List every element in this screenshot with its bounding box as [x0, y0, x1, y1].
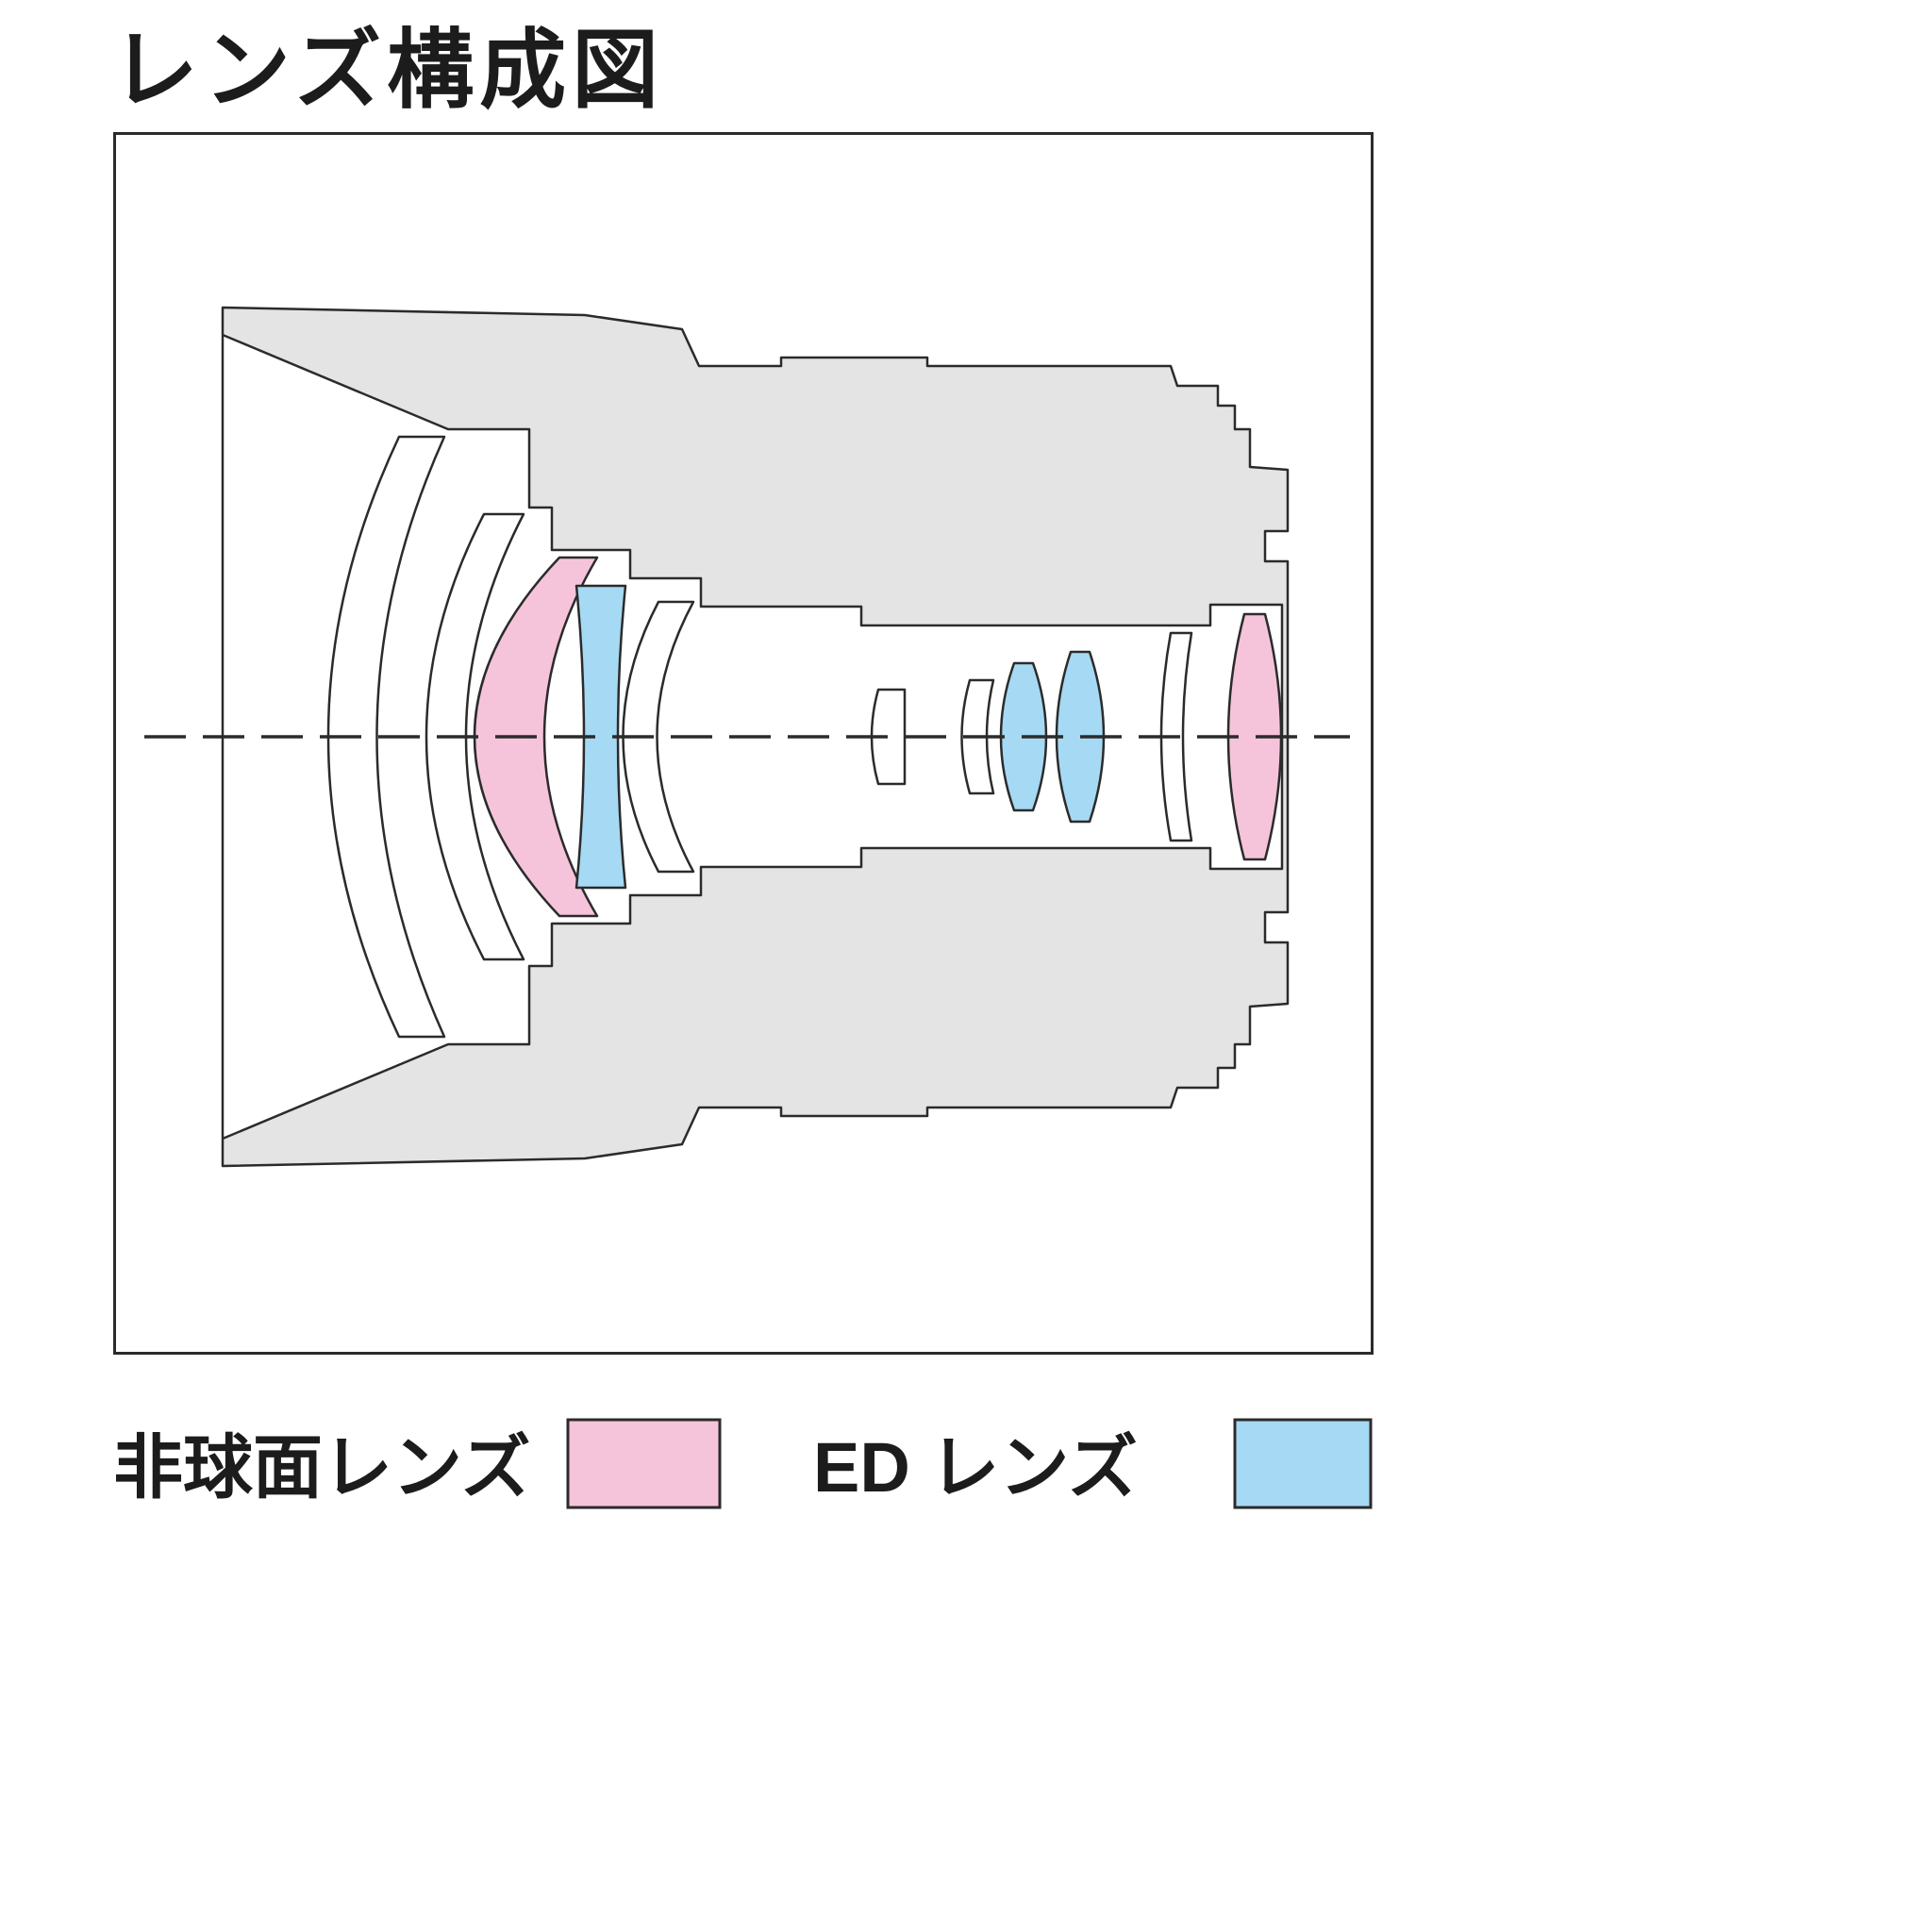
aspherical-color-swatch-svg: [566, 1418, 722, 1509]
lens-body: [221, 306, 1290, 1168]
lens-element-1: [326, 435, 446, 1039]
legend-ed-swatch: [1233, 1418, 1373, 1514]
lens-element-5: [622, 600, 695, 874]
aspherical-element-rear: [1226, 612, 1283, 861]
ed-element-front: [575, 584, 627, 890]
lens-element-2: [425, 512, 525, 961]
legend-aspherical-swatch: [566, 1418, 722, 1514]
legend-aspherical-label: 非球面レンズ: [113, 1428, 531, 1507]
lens-diagram-svg: [144, 306, 1350, 1168]
legend-ed-label: ED レンズ: [813, 1428, 1138, 1507]
ed-color-rect: [1233, 1418, 1373, 1509]
ed-color-swatch-svg: [1233, 1418, 1373, 1509]
aspherical-color-rect: [566, 1418, 722, 1509]
lens-element-6: [870, 688, 907, 786]
diagram-frame: [113, 132, 1374, 1355]
page-title: レンズ構成図: [111, 23, 665, 119]
